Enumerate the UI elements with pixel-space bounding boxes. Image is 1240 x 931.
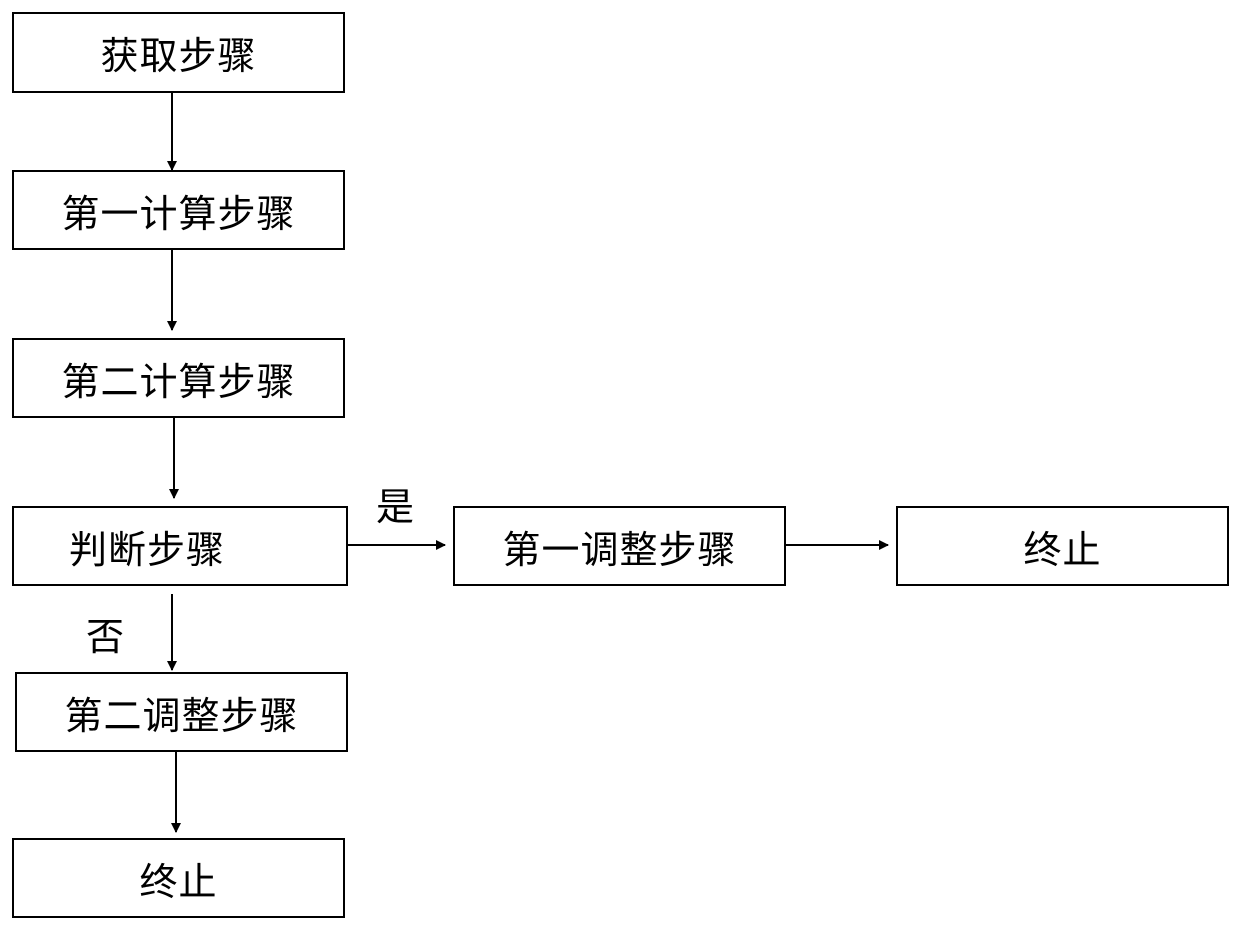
- node-end1-label: 终止: [1023, 519, 1101, 574]
- node-adjust2: 第二调整步骤: [15, 672, 348, 752]
- node-adjust1: 第一调整步骤: [453, 506, 786, 586]
- edge-label-no: 否: [86, 618, 124, 656]
- node-calc2-label: 第二计算步骤: [61, 351, 295, 406]
- node-adjust1-label: 第一调整步骤: [502, 519, 736, 574]
- node-calc1-label: 第一计算步骤: [61, 183, 295, 238]
- node-end2-label: 终止: [139, 851, 217, 906]
- node-judge: 判断步骤: [12, 506, 348, 586]
- node-calc1: 第一计算步骤: [12, 170, 345, 250]
- edge-label-yes: 是: [376, 488, 414, 526]
- node-acquire-label: 获取步骤: [100, 25, 256, 80]
- node-end1: 终止: [896, 506, 1229, 586]
- node-calc2: 第二计算步骤: [12, 338, 345, 418]
- node-judge-label: 判断步骤: [69, 519, 225, 574]
- node-acquire: 获取步骤: [12, 12, 345, 93]
- node-adjust2-label: 第二调整步骤: [64, 685, 298, 740]
- node-end2: 终止: [12, 838, 345, 918]
